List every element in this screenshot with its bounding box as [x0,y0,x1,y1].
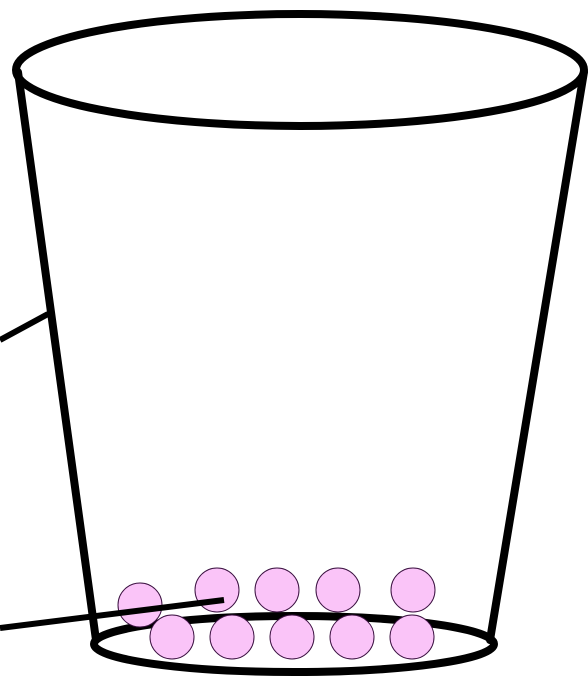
ball [330,615,374,659]
ball [150,615,194,659]
cup-right-wall [490,72,584,640]
ball [118,583,162,627]
cup-left-wall [18,72,96,640]
ball [270,615,314,659]
ball [391,568,435,612]
ball [316,568,360,612]
ball [255,568,299,612]
cup-rim [16,14,584,126]
ball [390,615,434,659]
cup-pointer-line [0,314,48,340]
ball [210,615,254,659]
